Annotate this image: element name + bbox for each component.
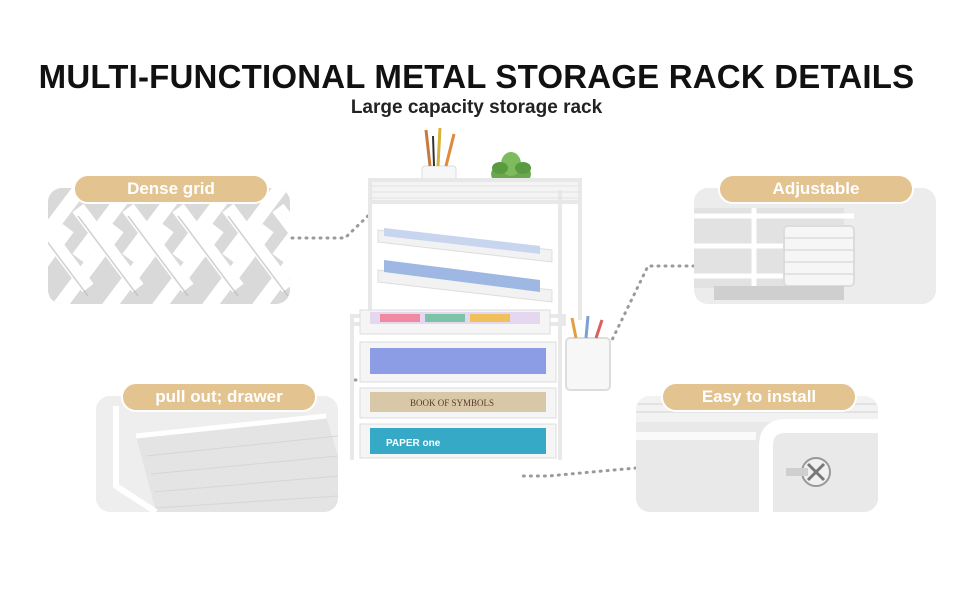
- page-title: MULTI-FUNCTIONAL METAL STORAGE RACK DETA…: [38, 58, 915, 95]
- easy-install-panel: [636, 396, 878, 512]
- adjustable-shelf-image: [694, 188, 936, 304]
- paper-brand-text: PAPER one: [386, 438, 441, 449]
- side-pen-holder-icon: [565, 315, 611, 391]
- adjustable-panel: [694, 188, 936, 304]
- dense-grid-panel: [48, 188, 290, 304]
- drawer-tray-image: [96, 396, 338, 512]
- dense-grid-badge: Dense grid: [73, 174, 269, 204]
- easy-install-badge: Easy to install: [661, 382, 857, 412]
- book-title-text: BOOK OF SYMBOLS: [410, 398, 494, 408]
- page-subtitle: Large capacity storage rack: [350, 97, 603, 118]
- mesh-grid-image: [48, 188, 290, 304]
- pull-out-drawer-badge: pull out; drawer: [121, 382, 317, 412]
- storage-rack-image: BOOK OF SYMBOLS PAPER one: [350, 127, 611, 460]
- adjustable-badge: Adjustable: [718, 174, 914, 204]
- screw-detail-image: [636, 396, 878, 512]
- pull-out-drawer-panel: [96, 396, 338, 512]
